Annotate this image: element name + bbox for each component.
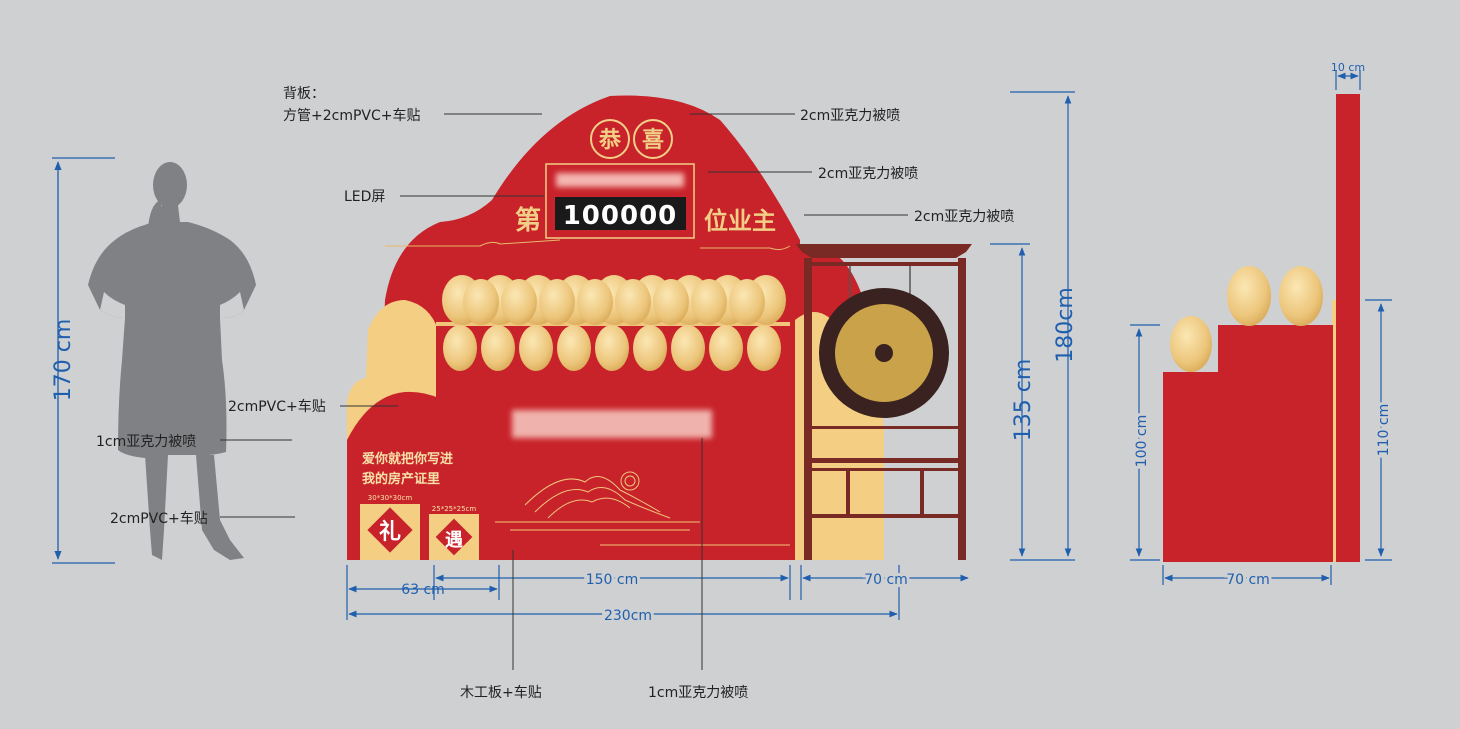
dim-side (1130, 70, 1392, 585)
side-egg-2 (1227, 266, 1271, 326)
gift-box-small-diamond (435, 518, 473, 556)
callout-wood: 木工板+车贴 (460, 684, 542, 701)
dim-side-70-label: 70 cm (1226, 572, 1270, 588)
dim-person-height-label: 170 cm (51, 319, 76, 402)
box-small-size: 25*25*25cm (432, 505, 477, 513)
dim-150-label: 150 cm (586, 572, 639, 588)
gong (819, 266, 949, 418)
dim-63-label: 63 cm (401, 582, 445, 598)
led-counter-value: 100000 (563, 201, 678, 231)
box-large-char: 礼 (379, 519, 401, 545)
eggs-back-row (442, 275, 786, 325)
callout-acrylic-screen: 2cm亚克力被喷 (818, 166, 918, 182)
cabinet-blurred-title (512, 410, 712, 438)
dim-side-100-label: 100 cm (1134, 415, 1150, 468)
callout-acrylic-text: 2cm亚克力被喷 (914, 209, 1014, 225)
box-large-size: 30*30*30cm (368, 494, 413, 502)
dim-180-label: 180cm (1053, 287, 1078, 363)
side-gold-strip (1332, 300, 1336, 562)
person-arm-shadow (100, 292, 244, 318)
side-cabinet-high (1218, 325, 1333, 562)
gong-stand (796, 244, 972, 560)
banner-prefix: 第 (515, 205, 541, 236)
dim-side-110-label: 110 cm (1376, 404, 1392, 457)
badge-right-char: 喜 (642, 127, 664, 153)
box-small-char: 遇 (445, 530, 463, 551)
callout-backboard-title: 背板： (283, 86, 325, 102)
led-blurred-row (556, 173, 684, 187)
dim-side-10-label: 10 cm (1331, 61, 1365, 74)
badge-gong-right (633, 119, 673, 159)
side-egg-1 (1170, 316, 1212, 372)
side-egg-3 (1279, 266, 1323, 326)
eggs-front-row (443, 325, 781, 371)
dim-front-widths (346, 565, 969, 620)
decor-lines (385, 239, 791, 251)
dim-front-heights (990, 91, 1075, 561)
callout-pvc-left: 2cmPVC+车贴 (228, 398, 326, 415)
person-silhouette (88, 162, 256, 560)
badge-left-char: 恭 (598, 128, 622, 153)
dim-230-label: 230cm (604, 608, 652, 624)
callout-backboard-material: 方管+2cmPVC+车贴 (283, 107, 421, 124)
callout-acrylic-1cm-left: 1cm亚克力被喷 (96, 434, 196, 450)
callout-led: LED屏 (344, 189, 385, 205)
callout-acrylic-top: 2cm亚克力被喷 (800, 108, 900, 124)
callout-pvc-lower-left: 2cmPVC+车贴 (110, 510, 208, 527)
led-screen-frame (545, 163, 695, 239)
side-backboard-edge (1336, 94, 1360, 562)
badge-gong-left (590, 119, 630, 159)
callout-leaders (220, 113, 908, 670)
callout-acrylic-1cm-bottom: 1cm亚克力被喷 (648, 685, 748, 701)
dim-70-front-label: 70 cm (864, 572, 908, 588)
banner-suffix: 位业主 (704, 207, 776, 235)
led-counter-box (555, 197, 686, 230)
mountain-line-art (495, 471, 790, 546)
side-view (1163, 94, 1360, 562)
slogan-line-2: 我的房产证里 (362, 471, 440, 487)
dim-person-height (52, 157, 115, 564)
dim-135-label: 135 cm (1011, 359, 1036, 442)
slogan-line-1: 爱你就把你写进 (362, 451, 453, 467)
